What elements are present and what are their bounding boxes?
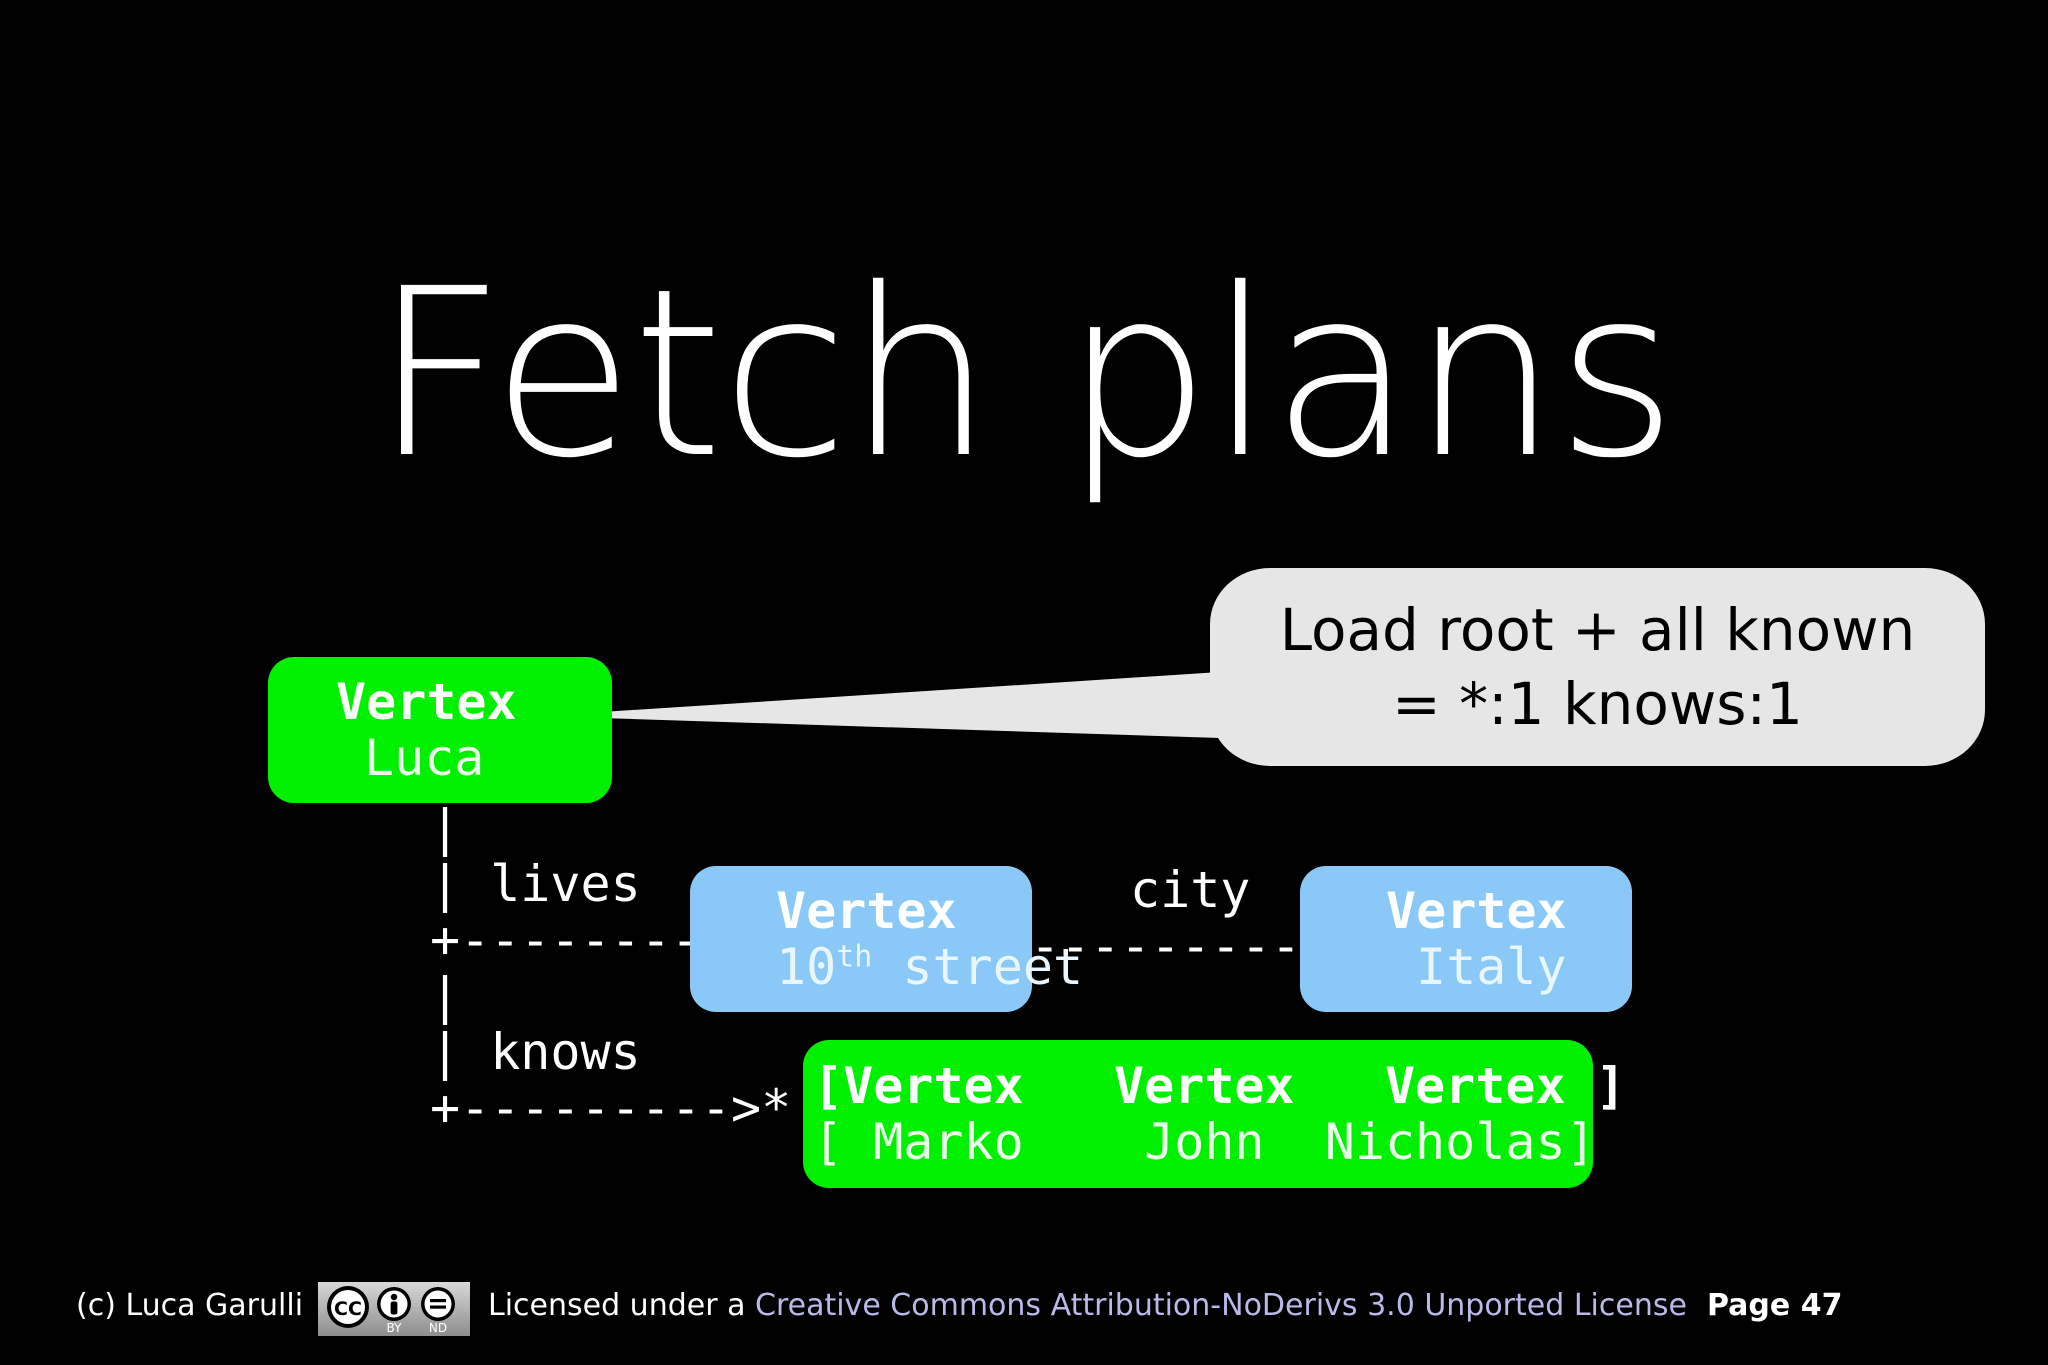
footer-copyright: (c) Luca Garulli	[76, 1288, 304, 1323]
edge-label-city: city	[1130, 861, 1251, 919]
node-lives-value-rest: street	[872, 938, 1084, 996]
svg-text:BY: BY	[387, 1321, 403, 1335]
node-lives-type: Vertex	[776, 882, 957, 940]
callout-tail	[540, 672, 1220, 738]
callout-line-2: = *:1 knows:1	[1392, 670, 1803, 738]
cc-badge-icon: CC BY ND	[327, 1286, 455, 1335]
footer-license[interactable]: Licensed under a Creative Commons Attrib…	[488, 1288, 1687, 1323]
node-knows-value-line: [ Marko John Nicholas]	[813, 1113, 1596, 1171]
node-lives-vertex[interactable]: Vertex 10th street	[690, 866, 1083, 1012]
node-lives-value-ordinal: th	[836, 939, 873, 975]
node-root-type: Vertex	[336, 673, 517, 731]
footer: (c) Luca Garulli CC BY ND Licensed under…	[0, 1280, 2048, 1350]
page-title: Fetch plans	[372, 239, 1678, 509]
svg-text:CC: CC	[334, 1298, 362, 1320]
node-lives-value: 10th street	[776, 938, 1083, 996]
node-root-vertex[interactable]: Vertex Luca	[268, 657, 612, 803]
node-root-value: Luca	[364, 729, 485, 787]
node-knows-type-line: [Vertex Vertex Vertex ]	[813, 1057, 1626, 1115]
node-city-value: Italy	[1416, 938, 1567, 996]
node-city-type: Vertex	[1386, 882, 1567, 940]
node-knows-vertex-array[interactable]: [Vertex Vertex Vertex ] [ Marko John Nic…	[803, 1040, 1626, 1188]
footer-page-number: Page 47	[1707, 1288, 1843, 1323]
creative-commons-badge: CC BY ND	[318, 1282, 470, 1336]
footer-license-prefix: Licensed under a	[488, 1288, 755, 1323]
callout-bubble: Load root + all known = *:1 knows:1	[1210, 568, 1985, 766]
node-lives-value-prefix: 10	[776, 938, 837, 996]
svg-text:ND: ND	[429, 1321, 447, 1335]
footer-license-link[interactable]: Creative Commons Attribution-NoDerivs 3.…	[755, 1288, 1687, 1323]
callout-line-1: Load root + all known	[1279, 596, 1916, 664]
node-city-vertex[interactable]: Vertex Italy	[1300, 866, 1632, 1012]
